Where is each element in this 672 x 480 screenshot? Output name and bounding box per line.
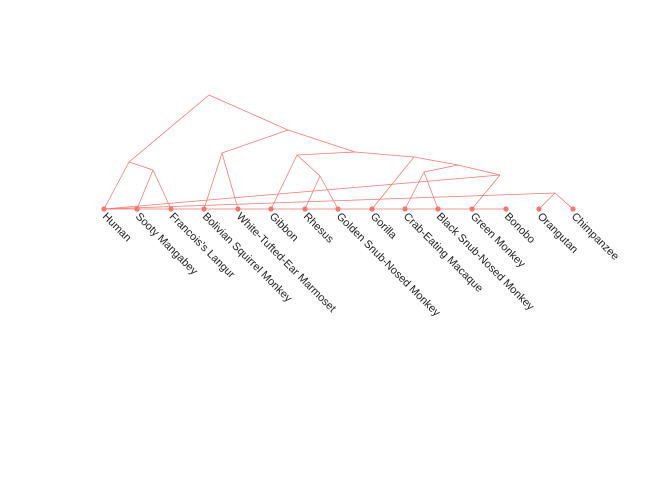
leaf-label: Chimpanzee (569, 211, 621, 263)
tree-edge (423, 171, 439, 210)
tree-edge (471, 174, 501, 210)
leaf-node (335, 206, 341, 212)
tree-edge (128, 94, 210, 163)
leaf-label: Gorilla (368, 211, 400, 243)
tree-edge (296, 151, 356, 156)
leaf-node (402, 206, 408, 212)
tree-edge (136, 169, 154, 210)
leaf-node (503, 206, 509, 212)
tree-edge (304, 175, 321, 210)
leaf-label: Sooty Mangabey (133, 211, 200, 278)
tree-edge (152, 169, 172, 210)
leaf-node (536, 206, 542, 212)
tree-edge (296, 154, 321, 177)
leaf-node (302, 206, 308, 212)
tree-edge (270, 154, 298, 210)
tree-edge (287, 129, 356, 153)
leaf-node (201, 206, 207, 212)
dendrogram-edges (103, 94, 574, 210)
tree-edge (371, 156, 415, 210)
tree-edge (128, 161, 154, 171)
leaf-node (369, 206, 375, 212)
tree-edge (208, 94, 289, 131)
tree-edge (554, 192, 574, 210)
leaf-node (435, 206, 441, 212)
tree-edge (103, 174, 501, 210)
leaf-node (101, 206, 107, 212)
leaf-label: Human (100, 211, 134, 245)
tree-edge (423, 164, 459, 173)
tree-edge (221, 152, 239, 210)
tree-edge (413, 156, 459, 166)
tree-edge (319, 175, 339, 210)
leaf-label: Rhesus (301, 211, 336, 246)
leaf-node (134, 206, 140, 212)
tree-edge (203, 152, 223, 210)
leaf-node (168, 206, 174, 212)
leaf-node (268, 206, 274, 212)
tree-edge (103, 161, 130, 210)
leaf-node (570, 206, 576, 212)
tree-edge (354, 151, 415, 158)
leaf-node (469, 206, 475, 212)
leaf-node (235, 206, 241, 212)
tree-edge (221, 129, 289, 154)
tree-edge (103, 192, 556, 210)
tree-edge (404, 171, 425, 210)
tree-edge (538, 192, 556, 210)
tree-edge (457, 164, 501, 176)
